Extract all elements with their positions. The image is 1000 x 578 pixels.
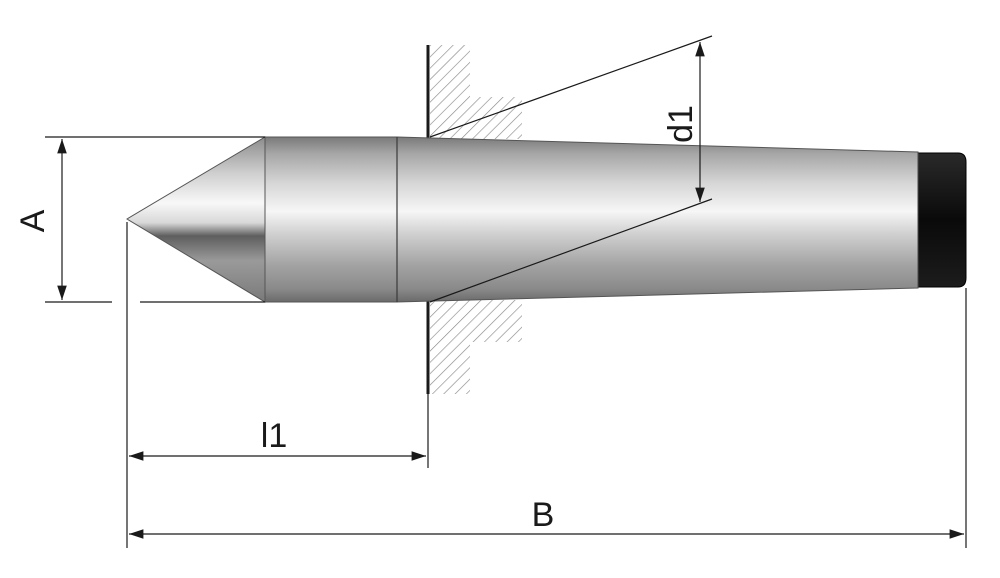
dim-d1-label: d1 (662, 105, 700, 143)
dim-d1-extension-top (429, 35, 713, 138)
dimension-a: A (14, 136, 265, 303)
taper-shank (396, 136, 967, 303)
dimension-d1: d1 (429, 35, 713, 303)
dim-d1-extension-bottom (429, 198, 713, 303)
dimension-b: B (129, 288, 967, 548)
cylindrical-body (264, 136, 398, 303)
spindle-hatch-top (430, 45, 522, 139)
dimension-l1: l1 (126, 222, 429, 548)
tang-cap (917, 152, 967, 288)
dim-a-label: A (14, 209, 52, 232)
center-point-cone (126, 136, 266, 303)
dim-l1-label: l1 (261, 417, 287, 455)
spindle-hatch-bottom (430, 300, 522, 394)
dim-b-label: B (532, 496, 555, 534)
